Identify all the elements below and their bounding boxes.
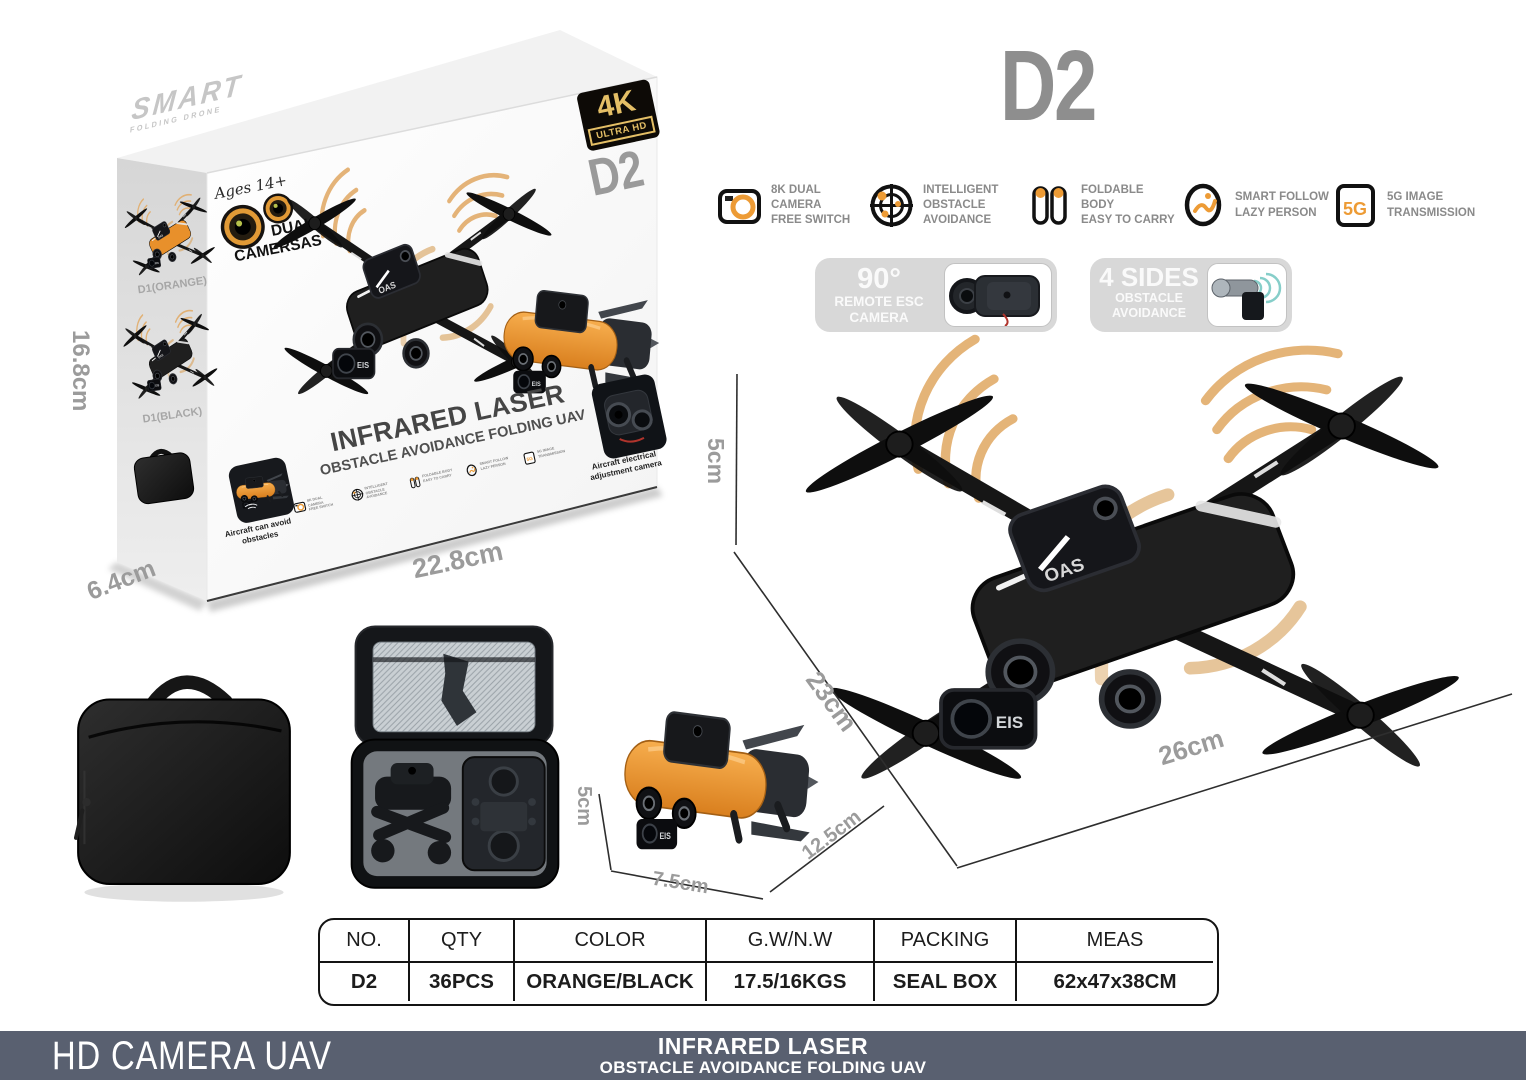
box-top-face (117, 30, 657, 173)
5g-icon: 5G (1336, 184, 1375, 227)
drone-under-mesh (441, 653, 477, 726)
spec-value-no: D2 (320, 963, 410, 1001)
four-sides-text: 4 SIDES OBSTACLE AVOIDANCE (1090, 262, 1208, 320)
spec-header-packing: PACKING (875, 920, 1017, 963)
spec-value-gw: 17.5/16KGS (707, 963, 875, 1001)
box-side-black-drone-photo (112, 304, 227, 406)
spec-value-packing: SEAL BOX (875, 963, 1017, 1001)
closed-case-photo (73, 675, 291, 902)
controller-in-case (461, 756, 546, 872)
feature-label: SMART FOLLOW LAZY PERSON (1235, 191, 1329, 219)
spec-value-meas: 62x47x38CM (1053, 970, 1177, 993)
folded-width-dimension: 7.5cm (650, 867, 711, 899)
box-side-case-photo (133, 449, 195, 505)
four-sides-badge: 4 SIDES OBSTACLE AVOIDANCE (1090, 258, 1292, 332)
main-drone-photo (752, 332, 1508, 802)
esc-camera-text: 90° REMOTE ESC CAMERA (815, 264, 943, 325)
dual-camera-icon (718, 189, 761, 224)
5g-icon: 5G (523, 451, 536, 465)
drone-height-dimension: 5cm (703, 438, 729, 485)
box-model-text: D2 (583, 139, 649, 208)
dual-camera-icon (293, 501, 307, 513)
feature-dual-camera: 8K DUAL CAMERA FREE SWITCH (716, 182, 867, 229)
spec-header-color: COLOR (515, 920, 707, 963)
open-case-photo (350, 625, 560, 889)
foldable-body-icon (409, 476, 421, 489)
esc-badge-line1: REMOTE ESC (834, 294, 924, 310)
folded-height-dimension: 5cm (573, 786, 595, 827)
avoid-obstacles-drone-image (227, 456, 296, 525)
smart-follow-icon (466, 464, 478, 477)
feature-label: INTELLIGENT OBSTACLE AVOIDANCE (923, 183, 999, 227)
esc-camera-badge: 90° REMOTE ESC CAMERA (815, 258, 1057, 332)
spec-header-no: NO. (320, 920, 410, 963)
folded-drone-photo (610, 698, 822, 866)
box-mini-feature-strip: 8K DUAL CAMERA FREE SWITCH INTELLIGENT O… (292, 442, 579, 516)
footer-left-title: HD CAMERA UAV (52, 1034, 332, 1078)
footer-banner: HD CAMERA UAV INFRARED LASER OBSTACLE AV… (0, 1031, 1526, 1080)
page-model-title: D2 (1000, 30, 1097, 142)
footer-center-line1: INFRARED LASER (657, 1033, 869, 1059)
svg-text:5G: 5G (526, 456, 534, 462)
feature-label: 5G IMAGE TRANSMISSION (1387, 191, 1476, 219)
feature-label: FOLDABLE BODY EASY TO CARRY (1081, 183, 1175, 227)
feature-label: 8K DUAL CAMERA FREE SWITCH (771, 183, 851, 227)
feature-5g-transmission: 5G 5G IMAGE TRANSMISSION (1332, 182, 1483, 229)
adjust-camera-image (604, 389, 653, 443)
feature-foldable-body: FOLDABLE BODY EASY TO CARRY (1026, 182, 1177, 229)
foldable-body-icon (1032, 186, 1067, 225)
box-avoid-obstacles-badge (227, 455, 296, 525)
box-dual-lens-photo (220, 193, 294, 249)
spec-header-qty: QTY (410, 920, 515, 963)
mini-feature-foldable: FOLDABLE BODY EASY TO CARRY (407, 466, 464, 491)
feature-smart-follow: SMART FOLLOW LAZY PERSON (1180, 182, 1331, 229)
mini-feature-follow: SMART FOLLOW LAZY PERSON (465, 454, 522, 479)
footer-center-title: INFRARED LASER OBSTACLE AVOIDANCE FOLDIN… (0, 1034, 1526, 1078)
esc-camera-photo (944, 263, 1052, 327)
folded-drone-in-case (371, 762, 452, 865)
obstacle-target-icon (870, 184, 913, 227)
sides-badge-line2: AVOIDANCE (1111, 305, 1187, 320)
box-height-dimension: 16.8cm (67, 330, 94, 412)
footer-center-line2: OBSTACLE AVOIDANCE FOLDING UAV (599, 1058, 927, 1078)
box-adjust-camera-badge (590, 372, 669, 461)
spec-table: NO. QTY COLOR G.W/N.W PACKING MEAS D2 36… (318, 918, 1219, 1006)
smart-follow-icon (1184, 183, 1222, 227)
esc-badge-line2: CAMERA (849, 309, 909, 325)
four-sides-photo (1207, 263, 1287, 327)
svg-text:5G: 5G (1343, 199, 1367, 219)
sides-badge-title: 4 SIDES (1099, 262, 1199, 292)
obstacle-target-icon (351, 488, 364, 501)
mini-feature-camera: 8K DUAL CAMERA FREE SWITCH (292, 491, 349, 516)
mini-feature-obstacle: INTELLIGENT OBSTACLE AVOIDANCE (350, 478, 407, 503)
spec-header-meas: MEAS (1017, 920, 1213, 963)
sides-badge-line1: OBSTACLE (1115, 291, 1183, 306)
spec-value-qty: 36PCS (410, 963, 515, 1001)
mini-feature-5g: 5G 5G IMAGE TRANSMISSION (522, 442, 579, 467)
box-side-orange-drone-photo (114, 188, 224, 281)
esc-badge-title: 90° (857, 263, 901, 295)
spec-value-color: ORANGE/BLACK (515, 963, 707, 1001)
feature-obstacle-avoidance: INTELLIGENT OBSTACLE AVOIDANCE (868, 182, 1019, 229)
spec-header-gw: G.W/N.W (707, 920, 875, 963)
